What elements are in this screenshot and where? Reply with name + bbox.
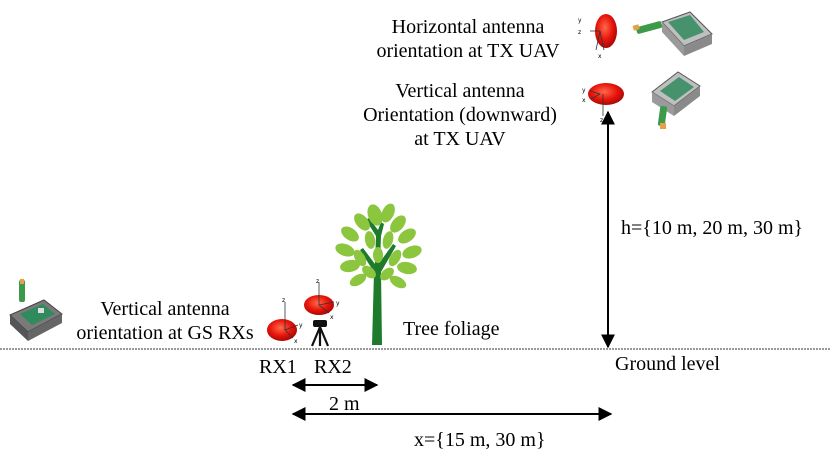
svg-text:y: y xyxy=(336,300,340,307)
svg-text:y: y xyxy=(299,322,303,329)
tree-label: Tree foliage xyxy=(403,318,500,340)
svg-text:x: x xyxy=(294,338,298,345)
tripod-icon xyxy=(310,320,330,347)
tree-trunk xyxy=(360,218,396,345)
gs-rx-board-icon xyxy=(9,279,63,341)
svg-text:z: z xyxy=(600,117,603,124)
svg-text:x: x xyxy=(598,53,602,60)
height-label: h={10 m, 20 m, 30 m} xyxy=(621,217,804,239)
tx-vertical-label: Vertical antenna Orientation (downward) … xyxy=(363,80,557,150)
rx2-label: RX2 xyxy=(314,356,352,378)
tx-horizontal-board-icon xyxy=(632,11,713,56)
rx-spacing-label: 2 m xyxy=(329,393,360,415)
distance-label: x={15 m, 30 m} xyxy=(414,429,546,451)
svg-text:z: z xyxy=(316,278,319,285)
svg-text:z: z xyxy=(282,297,285,304)
tx-horizontal-antenna-pattern: y z x xyxy=(578,14,617,60)
svg-text:y: y xyxy=(582,87,586,94)
ground-level-label: Ground level xyxy=(615,353,720,375)
rx2-antenna-pattern: z y x xyxy=(304,278,340,321)
svg-text:x: x xyxy=(330,314,334,321)
svg-text:x: x xyxy=(582,97,586,104)
tx-vertical-antenna-pattern: y x z xyxy=(582,83,624,124)
svg-text:z: z xyxy=(578,29,581,36)
tx-horizontal-label: Horizontal antenna orientation at TX UAV xyxy=(376,16,560,62)
tx-vertical-board-icon xyxy=(651,71,701,129)
rx1-antenna-pattern: z y x xyxy=(267,297,303,345)
gs-vertical-label: Vertical antenna orientation at GS RXs xyxy=(76,298,254,344)
rx1-label: RX1 xyxy=(259,356,297,378)
svg-text:y: y xyxy=(578,17,582,24)
tree-icon xyxy=(335,203,422,345)
